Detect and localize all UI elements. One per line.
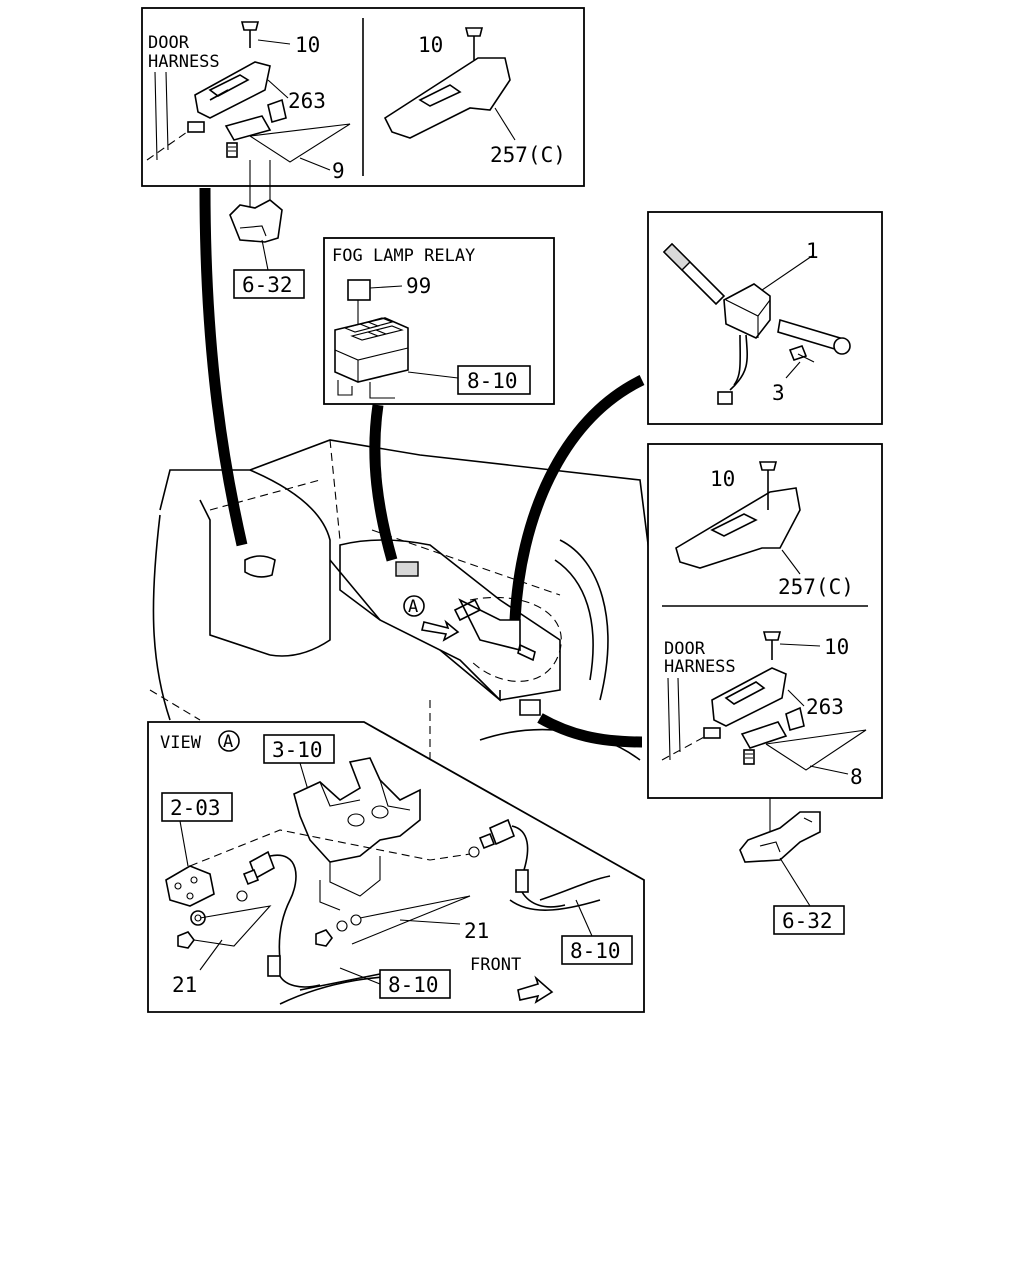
callout-10-b: 10 [418, 33, 443, 57]
ref-3-10: 3-10 [272, 738, 323, 762]
ref-6-32-right: 6-32 [782, 909, 833, 933]
switch-unit [224, 115, 272, 141]
door-harness-b-line2: HARNESS [664, 657, 736, 677]
front-arrow-icon [517, 975, 554, 1004]
front-label: FRONT [470, 955, 521, 975]
leader-curves [199, 187, 645, 748]
ref-box-8-10-fog [457, 365, 531, 395]
bolt-icon [226, 142, 238, 158]
door-harness-b-line1: DOOR [664, 639, 706, 659]
bracket-6-32-right: 6-32 [739, 798, 845, 935]
door-harness-label-line1: DOOR [148, 33, 190, 53]
relay-icon [347, 279, 371, 301]
switch-unit-b [740, 721, 788, 749]
ref-box-6-32-top [233, 269, 305, 299]
panel-door-switch-top: DOOR HARNESS 10 263 9 [141, 7, 585, 187]
ref-box-8-10-a [379, 969, 451, 999]
ref-8-10-a: 8-10 [388, 973, 439, 997]
ref-6-32-top: 6-32 [242, 273, 293, 297]
screw-icon-d [758, 461, 778, 510]
car-interior-drawing: A [149, 439, 651, 761]
panel-view-a: VIEW A 3-10 2-03 [147, 721, 645, 1013]
callout-263-b: 263 [806, 695, 844, 719]
panel-fog-lamp-relay: FOG LAMP RELAY 99 8-10 [323, 237, 555, 405]
connector-plug [187, 121, 205, 133]
relay-block [334, 317, 409, 399]
window-switch [194, 61, 271, 119]
brake-switch-right [478, 818, 601, 911]
callout-21-b: 21 [464, 919, 489, 943]
nut-washer-icon-b [315, 914, 362, 947]
callout-257c-b: 257(C) [778, 575, 854, 599]
fog-lamp-relay-title: FOG LAMP RELAY [332, 246, 475, 266]
nut-washer-icon [177, 890, 248, 949]
screw-icon-e [762, 631, 782, 660]
brake-switch-left [242, 850, 321, 988]
ref-box-2-03 [161, 792, 233, 822]
ref-box-6-32-right [773, 905, 845, 935]
screw-icon-c [788, 345, 815, 363]
callout-3: 3 [772, 381, 785, 405]
ref-box-8-10-b [561, 935, 633, 965]
ref-8-10-fog: 8-10 [467, 369, 518, 393]
view-a-circle-label: A [223, 732, 233, 752]
callout-21-a: 21 [172, 973, 197, 997]
callout-263-a: 263 [288, 89, 326, 113]
screw-icon-b [464, 27, 484, 60]
callout-257c-a: 257(C) [490, 143, 566, 167]
door-harness-label-line2: HARNESS [148, 52, 220, 72]
view-a-label: VIEW [160, 733, 202, 753]
mounting-bracket [293, 757, 421, 911]
callout-8: 8 [850, 765, 863, 789]
bolt-icon-b [743, 749, 755, 765]
panel-combination-switch: 1 3 [647, 211, 883, 425]
switch-panel-257c-b [675, 487, 801, 569]
callout-99: 99 [406, 274, 431, 298]
ref-2-03: 2-03 [170, 796, 221, 820]
window-switch-b [711, 667, 787, 727]
callout-1: 1 [806, 239, 819, 263]
screw-icon [240, 21, 260, 48]
bracket-6-32-top: 6-32 [229, 160, 305, 299]
callout-10-a: 10 [295, 33, 320, 57]
callout-10-c: 10 [710, 467, 735, 491]
car-a-circle-label: A [408, 597, 418, 617]
ref-box-3-10 [263, 734, 335, 764]
callout-10-d: 10 [824, 635, 849, 659]
ref-8-10-b: 8-10 [570, 939, 621, 963]
panel-door-switch-right: 10 257(C) DOOR HARNESS 10 263 8 [647, 443, 883, 799]
callout-9: 9 [332, 159, 345, 183]
